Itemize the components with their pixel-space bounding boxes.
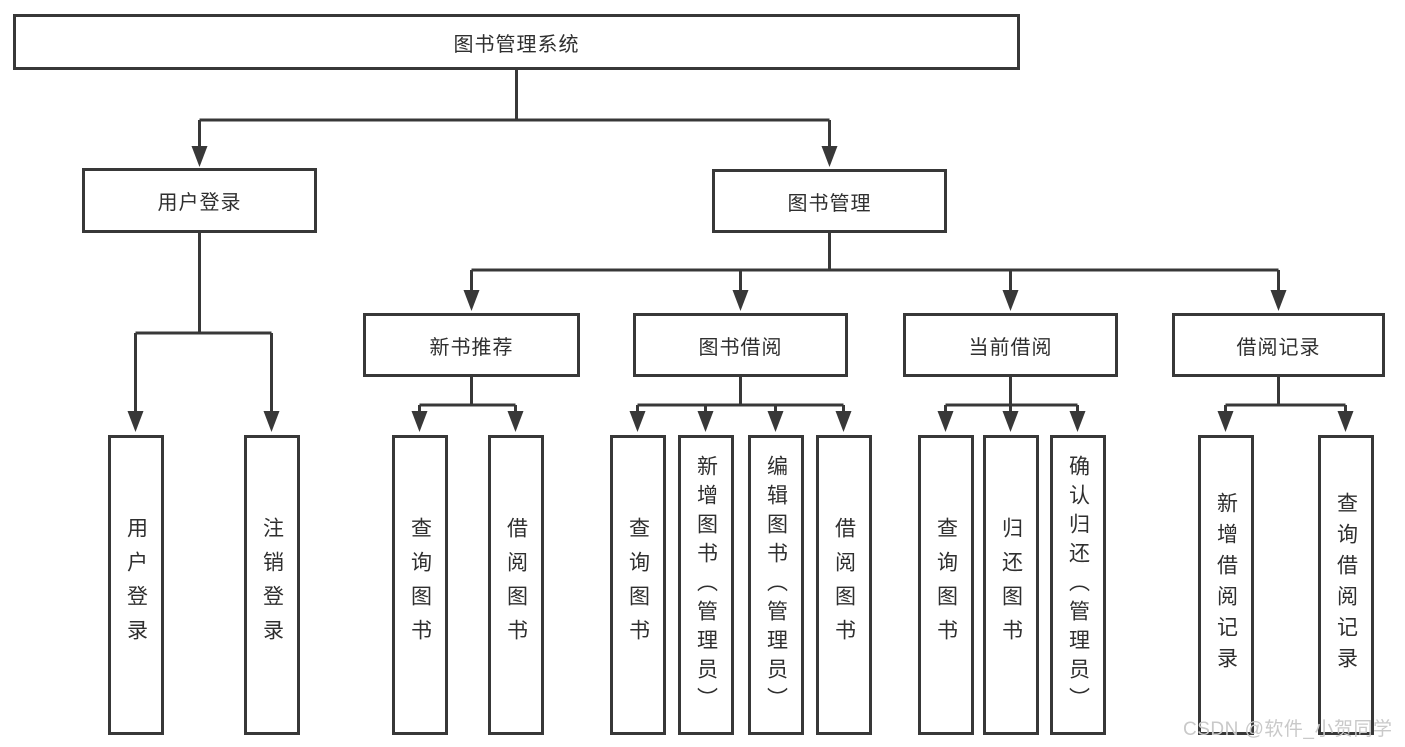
leaf-add-books-admin: 新增图书（管理员） (678, 435, 734, 735)
node-current-borrow: 当前借阅 (903, 313, 1118, 377)
node-user-login: 用户登录 (82, 168, 317, 233)
leaf-add-borrow-record: 新增借阅记录 (1198, 435, 1254, 735)
node-new-book-recommend: 新书推荐 (363, 313, 580, 377)
leaf-confirm-return-admin: 确认归还（管理员） (1050, 435, 1106, 735)
leaf-query-borrow-record: 查询借阅记录 (1318, 435, 1374, 735)
leaf-query-books-current: 查询图书 (918, 435, 974, 735)
leaf-edit-books-admin: 编辑图书（管理员） (748, 435, 804, 735)
leaf-return-books: 归还图书 (983, 435, 1039, 735)
node-borrow-records: 借阅记录 (1172, 313, 1385, 377)
leaf-logout: 注销登录 (244, 435, 300, 735)
leaf-query-books-recommend: 查询图书 (392, 435, 448, 735)
node-root: 图书管理系统 (13, 14, 1020, 70)
node-book-borrow: 图书借阅 (633, 313, 848, 377)
watermark-text: CSDN @软件_小贺同学 (1183, 719, 1393, 740)
leaf-query-books-borrow: 查询图书 (610, 435, 666, 735)
leaf-user-login: 用户登录 (108, 435, 164, 735)
leaf-borrow-books-recommend: 借阅图书 (488, 435, 544, 735)
leaf-borrow-books: 借阅图书 (816, 435, 872, 735)
node-book-management: 图书管理 (712, 169, 947, 233)
